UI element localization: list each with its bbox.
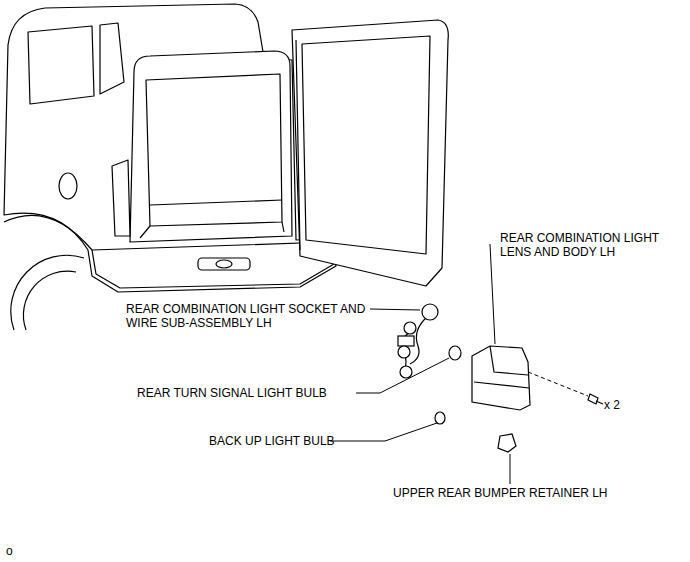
bulb-socket — [404, 322, 416, 334]
back-up-bulb — [435, 412, 445, 424]
vehicle — [4, 4, 448, 330]
wheel — [23, 271, 76, 330]
bulb-socket — [398, 346, 410, 358]
tail-light-left — [112, 160, 130, 236]
screw — [588, 394, 603, 404]
bulb-socket — [422, 304, 438, 320]
cargo-floor — [140, 200, 284, 238]
leader-line — [490, 244, 495, 344]
cargo-area — [146, 74, 282, 226]
leader-line — [356, 358, 449, 393]
tailgate — [292, 20, 448, 286]
rear-bumper — [92, 242, 334, 288]
hitch — [198, 258, 250, 270]
part-name: REAR TURN SIGNAL LIGHT BULB — [137, 386, 327, 400]
part-name: BACK UP LIGHT BULB — [209, 434, 335, 448]
leader-line — [370, 309, 420, 310]
lens-detail — [474, 346, 529, 388]
vehicle-body — [4, 4, 336, 292]
light-parts — [398, 304, 603, 452]
tailgate-hinge-edge — [296, 40, 300, 250]
bumper-retainer — [498, 434, 516, 452]
leader-lines — [330, 244, 588, 484]
side-window — [100, 23, 124, 94]
part-name: REAR COMBINATION LIGHT SOCKET AND WIRE S… — [126, 302, 371, 330]
hitch-ball — [216, 260, 232, 268]
side-window — [28, 26, 94, 104]
wheel — [11, 255, 84, 330]
leader-line — [510, 454, 511, 484]
part-name: REAR COMBINATION LIGHT LENS AND BODY LH — [500, 231, 686, 259]
rear-opening — [130, 51, 292, 242]
turn-signal-bulb — [449, 346, 461, 360]
fuel-door — [59, 173, 77, 199]
figure-mark: o — [6, 544, 13, 558]
bulb-socket — [400, 366, 412, 378]
part-name: UPPER REAR BUMPER RETAINER LH — [393, 486, 607, 500]
leader-line — [330, 423, 437, 441]
wire-connector — [398, 336, 414, 346]
quantity-label: x 2 — [604, 398, 620, 412]
wheel-arch — [4, 215, 92, 250]
dashed-line — [528, 372, 588, 396]
tailgate-inner-panel — [302, 36, 430, 254]
lens-and-body — [472, 346, 530, 410]
